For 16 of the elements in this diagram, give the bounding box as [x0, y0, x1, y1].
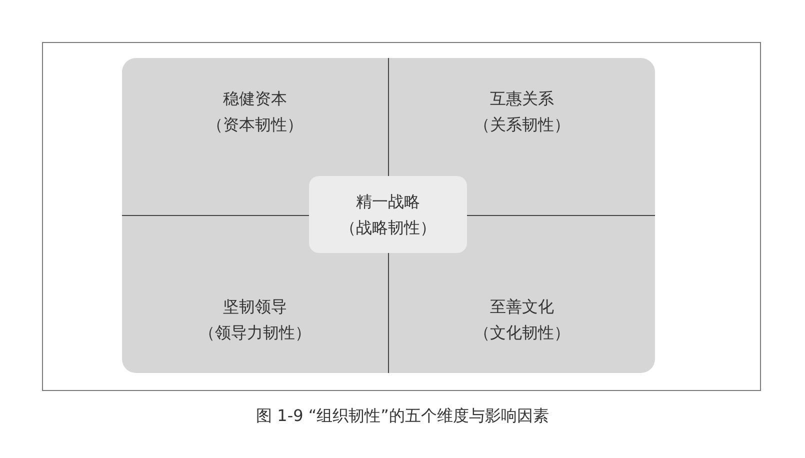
panel-subtitle: （文化韧性）: [474, 322, 570, 344]
panel-subtitle: （关系韧性）: [474, 114, 570, 136]
quadrant-panel: [122, 58, 388, 215]
panel-title: 精一战略: [356, 190, 420, 212]
panel-title: 稳健资本: [223, 88, 287, 110]
quadrant-panel: [122, 216, 388, 373]
figure-caption: 图 1-9 “组织韧性”的五个维度与影响因素: [255, 406, 550, 427]
panel-subtitle: （资本韧性）: [207, 114, 303, 136]
panel-subtitle: （战略韧性）: [340, 216, 436, 238]
panel-title: 坚韧领导: [223, 296, 287, 318]
quadrant-panel: [389, 216, 655, 373]
center-box: [309, 176, 467, 253]
quadrant-panel: [389, 58, 655, 215]
panel-subtitle: （领导力韧性）: [199, 322, 311, 344]
panel-title: 互惠关系: [490, 88, 554, 110]
panel-title: 至善文化: [490, 296, 554, 318]
